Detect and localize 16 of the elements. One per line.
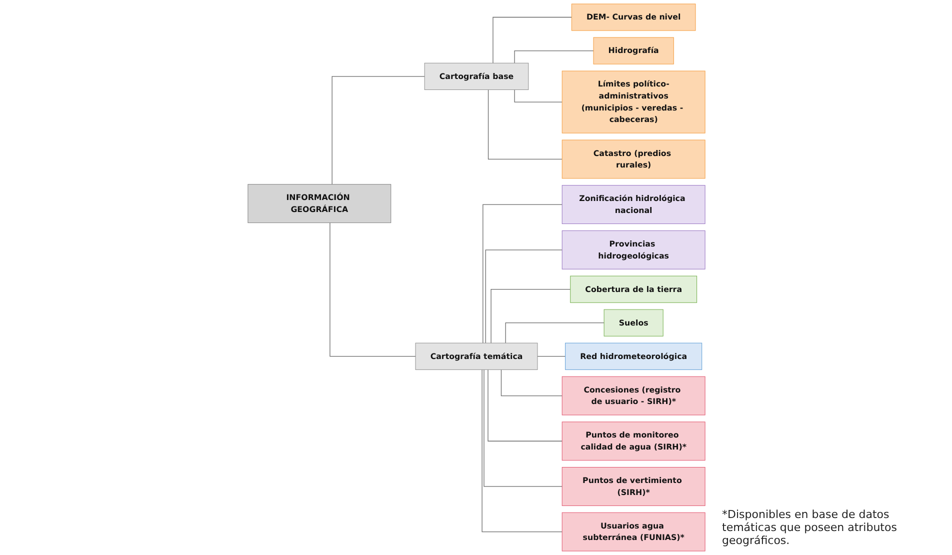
connector xyxy=(331,76,424,185)
connector xyxy=(514,89,562,102)
connector xyxy=(514,50,594,64)
connector xyxy=(536,356,566,357)
connector xyxy=(504,322,604,344)
connector xyxy=(492,16,572,64)
connector xyxy=(484,250,562,344)
connector xyxy=(329,222,416,357)
connector xyxy=(487,89,562,160)
connector xyxy=(500,369,562,396)
connector xyxy=(490,289,570,344)
connector xyxy=(482,204,562,344)
connector xyxy=(487,369,562,442)
connector xyxy=(481,369,562,532)
connector xyxy=(483,369,562,487)
footnote: *Disponibles en base de datos temáticas que poseen atributos geográficos. xyxy=(722,508,898,547)
